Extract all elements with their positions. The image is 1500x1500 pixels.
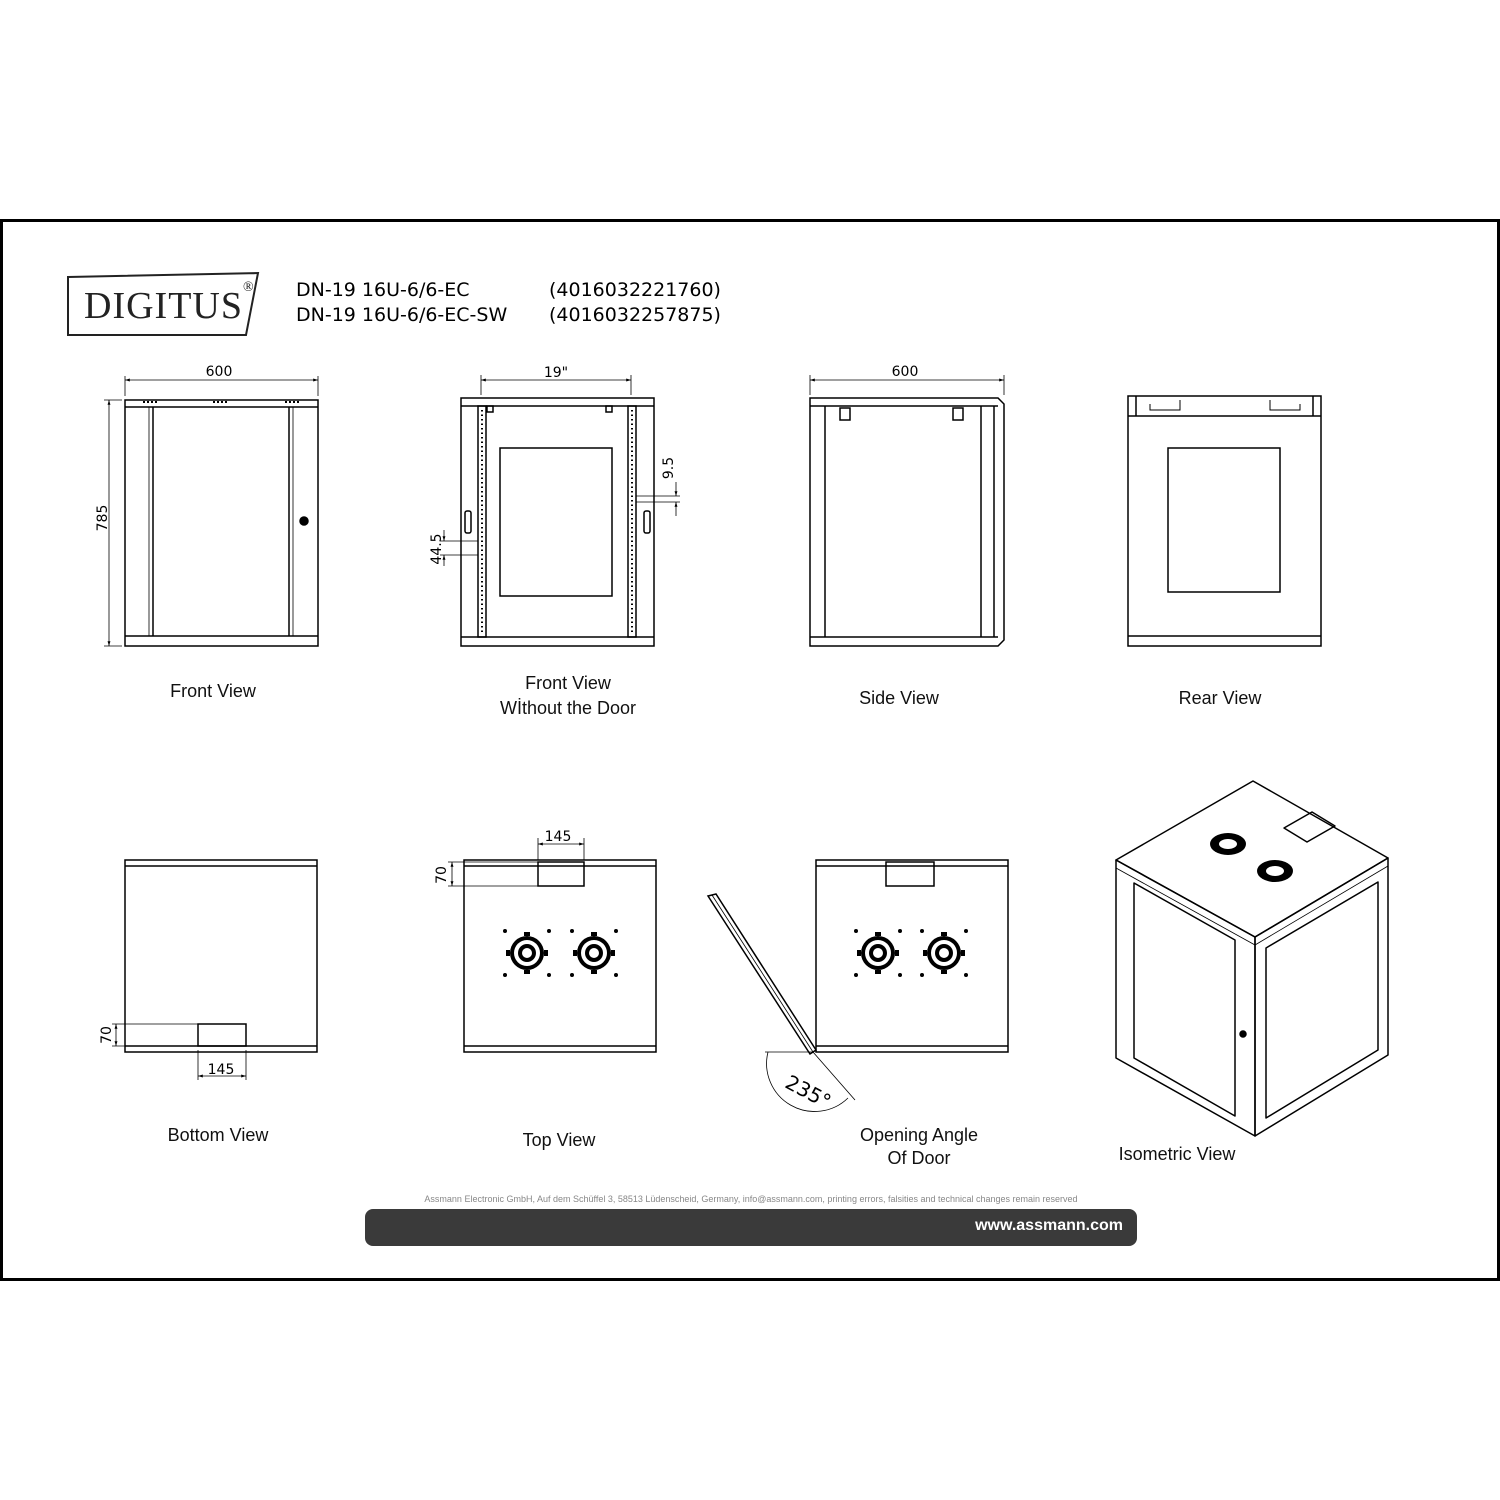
bottom-cutout-width-label: 145 xyxy=(208,1062,235,1078)
top-view-drawing xyxy=(448,838,657,1053)
isometric-view-caption: Isometric View xyxy=(1118,1144,1236,1164)
bottom-cutout-height-label: 70 xyxy=(99,1026,115,1044)
model-ean-1: (4016032221760) xyxy=(549,279,721,301)
side-view-drawing xyxy=(809,375,1005,647)
side-view-caption: Side View xyxy=(859,688,939,708)
drawing-sheet-border xyxy=(0,219,1500,1281)
model-name-1: DN-19 16U-6/6-EC xyxy=(296,279,470,301)
top-view-caption: Top View xyxy=(522,1130,596,1150)
isometric-fans xyxy=(1210,833,1293,882)
bottom-view-drawing xyxy=(112,859,318,1080)
front-no-door-caption-1: Front View xyxy=(525,673,611,693)
front-height-label: 785 xyxy=(95,505,111,532)
front-view-caption: Front View xyxy=(170,681,256,701)
hole-size-label: 9.5 xyxy=(661,457,677,479)
opening-angle-drawing xyxy=(706,859,1009,1112)
front-no-door-caption-2: Wİthout the Door xyxy=(499,698,637,718)
isometric-view-drawing xyxy=(1115,780,1389,1137)
bottom-view-caption: Bottom View xyxy=(167,1125,269,1145)
top-cutout-height-label: 70 xyxy=(434,866,450,884)
hole-pitch-label: 44.5 xyxy=(429,533,445,564)
front-width-label: 600 xyxy=(206,364,233,380)
opening-caption-1: Opening Angle xyxy=(859,1125,979,1145)
rack-width-label: 19" xyxy=(544,365,568,381)
digitus-logo xyxy=(67,271,260,336)
top-cutout-width-label: 145 xyxy=(545,829,572,845)
opening-fan-right-icon xyxy=(920,929,968,977)
opening-caption-2: Of Door xyxy=(887,1148,951,1168)
side-depth-label: 600 xyxy=(892,364,919,380)
top-fan-left-icon xyxy=(503,929,551,977)
logo-text: DIGITUS® xyxy=(84,280,255,327)
opening-fan-left-icon xyxy=(854,929,902,977)
front-view-no-door-drawing xyxy=(440,375,680,647)
model-ean-2: (4016032257875) xyxy=(549,304,721,326)
footer-bar: www.assmann.com xyxy=(365,1209,1137,1246)
model-name-2: DN-19 16U-6/6-EC-SW xyxy=(296,304,508,326)
rear-view-drawing xyxy=(1127,395,1322,647)
rear-view-caption: Rear View xyxy=(1178,688,1262,708)
front-view-drawing xyxy=(104,376,319,647)
footer-url-link[interactable]: www.assmann.com xyxy=(975,1217,1123,1234)
opening-angle-label: 235° xyxy=(781,1070,835,1114)
footer-address: Assmann Electronic GmbH, Auf dem Schüffe… xyxy=(424,1194,1078,1204)
top-fan-right-icon xyxy=(570,929,618,977)
